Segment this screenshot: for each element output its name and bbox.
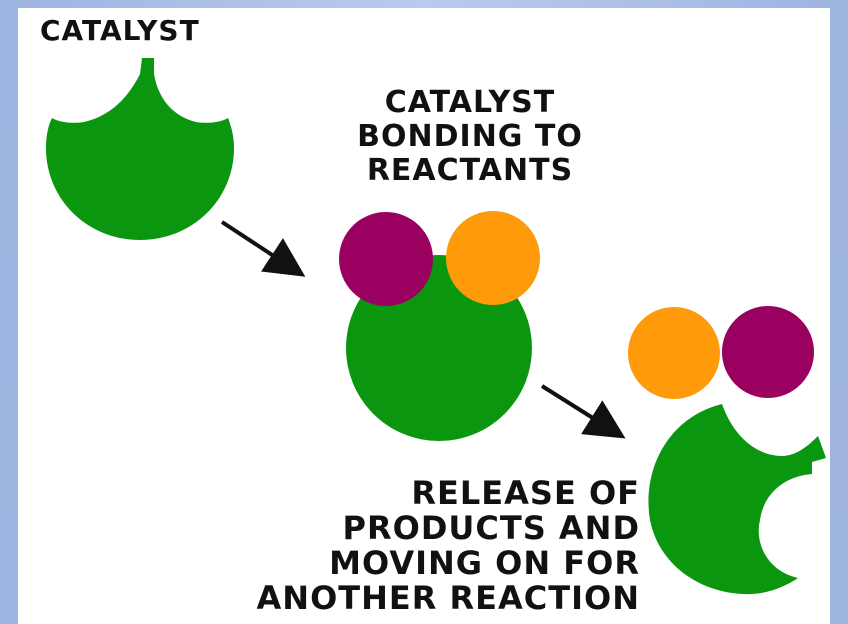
label-release-products: RELEASE OF PRODUCTS AND MOVING ON FOR AN…: [256, 474, 640, 617]
label-catalyst: CATALYST: [40, 14, 200, 47]
arrow-1: [220, 220, 306, 277]
catalyst-shape: [46, 58, 234, 240]
label-catalyst-bonding: CATALYST BONDING TO REACTANTS: [357, 85, 583, 188]
arrow-2: [540, 384, 626, 439]
reactant-orange: [446, 211, 540, 305]
product-purple: [722, 306, 814, 398]
catalyst-released-shape: [648, 404, 826, 595]
product-orange: [628, 307, 720, 399]
reactant-purple: [339, 212, 433, 306]
